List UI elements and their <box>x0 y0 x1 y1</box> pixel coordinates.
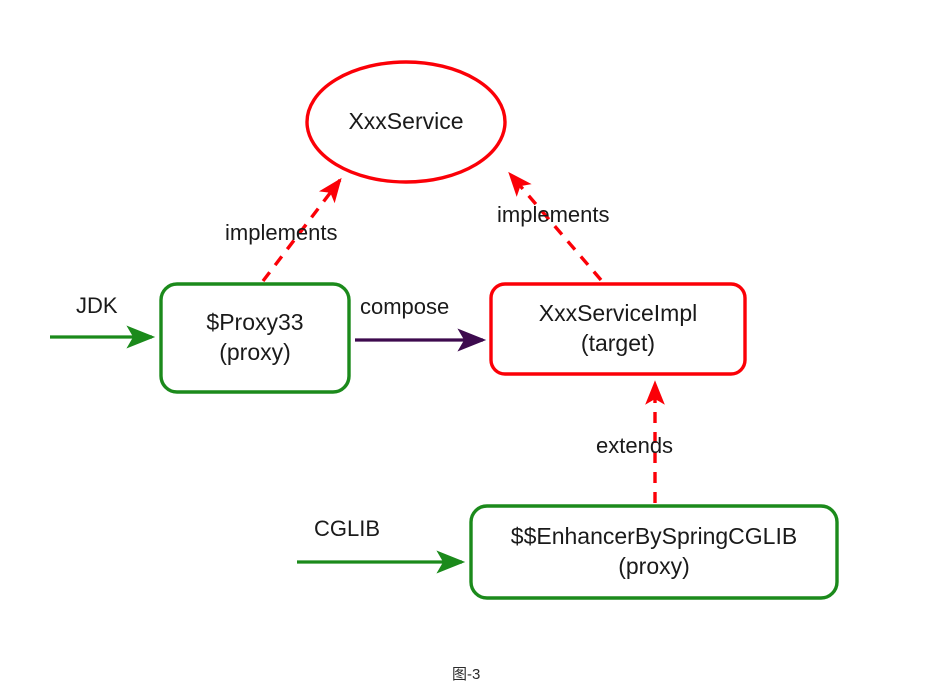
node-proxy33-shape <box>159 282 351 394</box>
node-xxx-service-shape <box>305 60 507 184</box>
edge-label-jdk: JDK <box>76 293 118 318</box>
edge-label-extends: extends <box>596 433 674 458</box>
edge-label-compose: compose <box>360 294 450 319</box>
edge-label-impl-implements: implements <box>497 202 610 227</box>
figure-caption: 图-3 <box>452 666 481 683</box>
edge-label-proxy-implements: implements <box>225 220 338 245</box>
edge-label-cglib: CGLIB <box>314 516 381 541</box>
node-enhancer-proxy-shape <box>469 504 839 600</box>
edge-proxy-implements-arrow <box>261 177 342 283</box>
edge-impl-implements-arrow <box>508 171 603 282</box>
node-xxx-service-impl-shape <box>489 282 747 376</box>
